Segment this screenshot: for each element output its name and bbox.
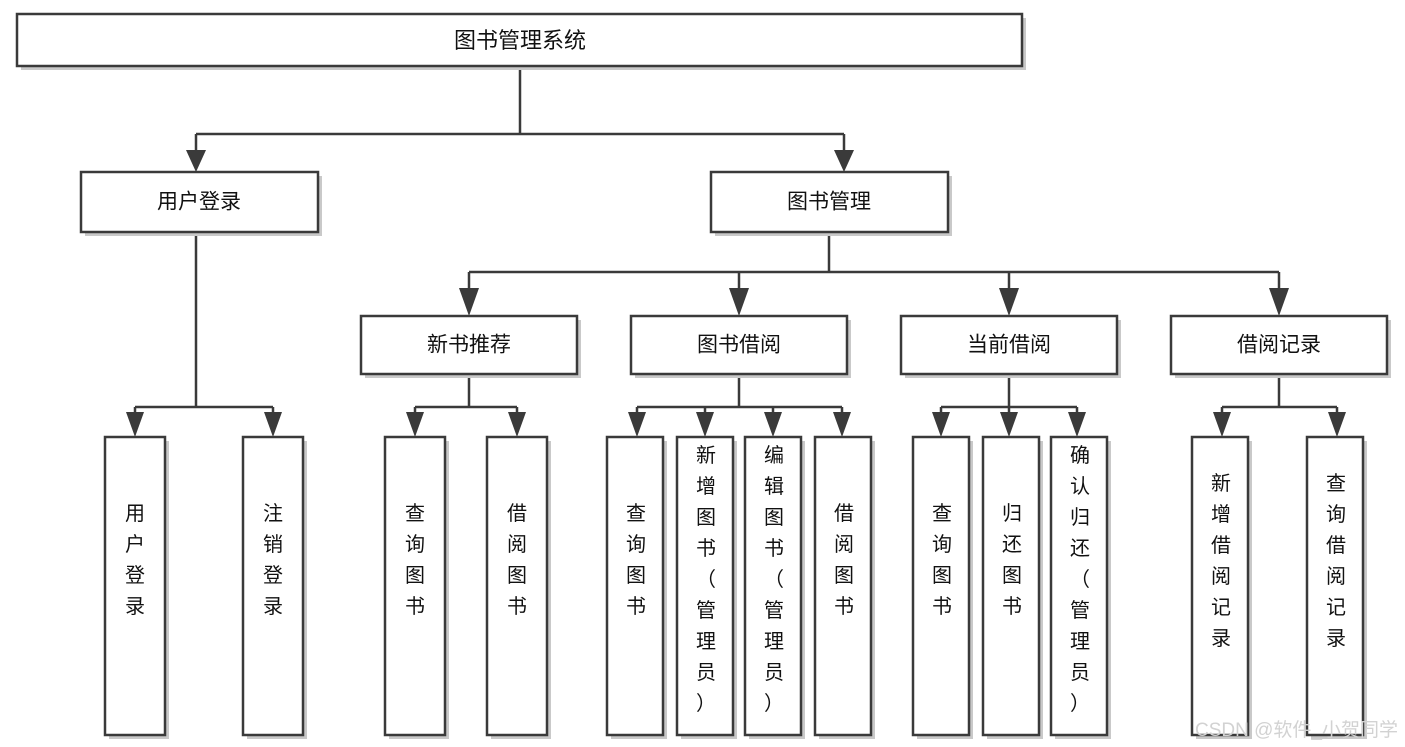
leaf-label: 用户登录: [125, 503, 145, 618]
arrowhead-current-borrow: [999, 288, 1019, 316]
leaf-label: 确认归还（管理员）: [1070, 444, 1090, 715]
leaf-book-borrow-0[interactable]: 查询图书: [605, 435, 667, 739]
node-current-borrow-rect: [899, 314, 1119, 376]
node-book-borrow[interactable]: 图书借阅: [629, 314, 851, 378]
leaf-user-login-1[interactable]: 注销登录: [241, 435, 307, 739]
arrowhead-br-l2: [1328, 412, 1346, 437]
node-new-book-rec-rect: [359, 314, 579, 376]
leaf-rect: [1190, 435, 1250, 737]
leaf-current-borrow-1[interactable]: 归还图书: [981, 435, 1043, 739]
leaf-label: 借阅图书: [834, 502, 854, 618]
node-user-login-label: 用户登录: [157, 191, 241, 214]
leaf-rect: [981, 435, 1041, 737]
arrowhead-book-manage: [834, 150, 854, 172]
leaf-label: 查询图书: [405, 502, 425, 618]
leaf-label: 新增图书（管理员）: [696, 444, 716, 715]
arrowhead-cb-l1: [932, 412, 950, 437]
node-root-label: 图书管理系统: [454, 28, 586, 53]
leaf-new-book-rec-0[interactable]: 查询图书: [383, 435, 449, 739]
node-new-book-rec[interactable]: 新书推荐: [359, 314, 581, 378]
leaf-rect: [675, 435, 735, 737]
node-root[interactable]: 图书管理系统: [15, 12, 1026, 70]
node-current-borrow[interactable]: 当前借阅: [899, 314, 1121, 378]
node-user-login[interactable]: 用户登录: [79, 170, 322, 236]
node-book-borrow-rect: [629, 314, 849, 376]
node-borrow-record[interactable]: 借阅记录: [1169, 314, 1391, 378]
arrowhead-new-book-rec: [459, 288, 479, 316]
node-borrow-record-rect: [1169, 314, 1389, 376]
arrowhead-user-login: [186, 150, 206, 172]
node-book-manage-label: 图书管理: [787, 191, 871, 214]
leaf-label: 新增借阅记录: [1211, 472, 1231, 650]
leaf-label: 归还图书: [1002, 502, 1022, 618]
leaf-rect: [911, 435, 971, 737]
leaf-label: 编辑图书（管理员）: [764, 444, 784, 715]
leaf-rect: [813, 435, 873, 737]
arrowhead-nbr-l1: [406, 412, 424, 437]
leaf-label: 查询借阅记录: [1326, 472, 1346, 650]
leaf-borrow-record-1[interactable]: 查询借阅记录: [1305, 435, 1367, 739]
leaf-book-borrow-3[interactable]: 借阅图书: [813, 435, 875, 739]
node-user-login-rect: [79, 170, 320, 234]
arrowhead-bb-l4: [833, 412, 851, 437]
node-book-manage[interactable]: 图书管理: [709, 170, 952, 236]
arrowhead-book-borrow: [729, 288, 749, 316]
leaf-rect: [103, 435, 167, 737]
leaf-label: 查询图书: [626, 502, 646, 618]
node-book-manage-rect: [709, 170, 950, 234]
leaf-label: 注销登录: [263, 502, 283, 618]
node-book-borrow-label: 图书借阅: [697, 334, 781, 357]
arrowhead-ul-leaf2: [264, 412, 282, 437]
arrowhead-nbr-l2: [508, 412, 526, 437]
leaf-label: 查询图书: [932, 502, 952, 618]
node-new-book-rec-label: 新书推荐: [427, 334, 511, 357]
leaf-book-borrow-2[interactable]: 编辑图书（管理员）: [743, 435, 805, 739]
arrowhead-br-l1: [1213, 412, 1231, 437]
leaf-rect: [485, 435, 549, 737]
arrowhead-ul-leaf1: [126, 412, 144, 437]
arrowhead-bb-l3: [764, 412, 782, 437]
connectors: [126, 66, 1346, 437]
node-borrow-record-label: 借阅记录: [1237, 334, 1321, 357]
leaf-rect: [1305, 435, 1365, 737]
leaf-new-book-rec-1[interactable]: 借阅图书: [485, 435, 551, 739]
arrowhead-cb-l2: [1000, 412, 1018, 437]
arrowhead-bb-l1: [628, 412, 646, 437]
arrowhead-bb-l2: [696, 412, 714, 437]
leaf-rect: [743, 435, 803, 737]
leaf-rect: [383, 435, 447, 737]
node-current-borrow-label: 当前借阅: [967, 334, 1051, 357]
leaf-current-borrow-2[interactable]: 确认归还（管理员）: [1049, 435, 1111, 739]
leaf-rect: [241, 435, 305, 737]
leaf-borrow-record-0[interactable]: 新增借阅记录: [1190, 435, 1252, 739]
watermark-text: CSDN @软件_小贺同学: [1195, 719, 1398, 741]
leaf-rect: [1049, 435, 1109, 737]
leaf-rect: [605, 435, 665, 737]
leaf-book-borrow-1[interactable]: 新增图书（管理员）: [675, 435, 737, 739]
leaf-label: 借阅图书: [507, 502, 527, 618]
arrowhead-cb-l3: [1068, 412, 1086, 437]
leaf-current-borrow-0[interactable]: 查询图书: [911, 435, 973, 739]
node-root-rect: [15, 12, 1024, 68]
arrowhead-borrow-record: [1269, 288, 1289, 316]
leaf-user-login-0[interactable]: 用户登录: [103, 435, 169, 739]
